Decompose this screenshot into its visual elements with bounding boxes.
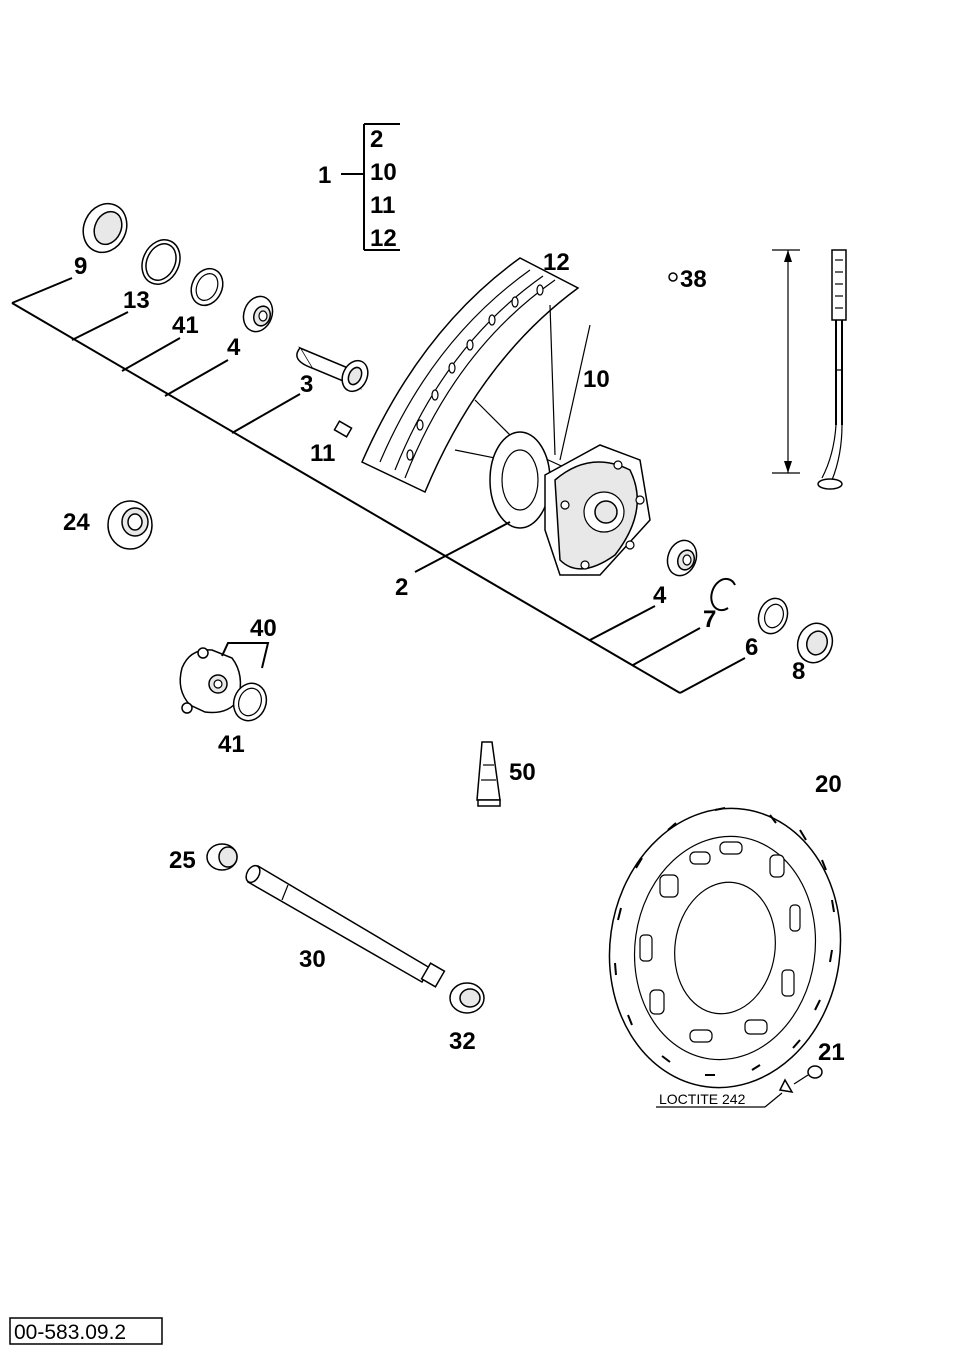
- label-7: 7: [703, 606, 716, 633]
- bearing-right-part: [666, 539, 698, 577]
- spacer-sleeve-part: [296, 346, 369, 393]
- label-40: 40: [250, 615, 277, 642]
- wheel-hub-part: [489, 431, 651, 576]
- circlip-lower-part: [232, 682, 268, 722]
- axle-nut-part: [206, 843, 238, 871]
- label-41-top: 41: [172, 312, 199, 339]
- circlip-part: [190, 267, 224, 307]
- axle-cap-nut-part: [449, 982, 485, 1014]
- label-group-10: 10: [370, 159, 397, 186]
- label-8: 8: [792, 658, 805, 685]
- label-group-12: 12: [370, 225, 397, 252]
- valve-cap-part: [668, 272, 678, 282]
- label-13: 13: [123, 287, 150, 314]
- label-3: 3: [300, 371, 313, 398]
- spoke-nipple-part: [333, 420, 353, 438]
- assembly-axis-lines: [11, 277, 746, 694]
- label-4-right: 4: [653, 582, 667, 609]
- spacer-ring-part: [141, 239, 181, 285]
- grease-tube-part: [476, 741, 501, 807]
- label-21: 21: [818, 1039, 845, 1066]
- brake-disc-part: [608, 807, 842, 1089]
- label-41-bottom: 41: [218, 731, 245, 758]
- label-group-2: 2: [370, 126, 383, 153]
- label-24: 24: [63, 509, 90, 536]
- wheel-rim-part: [361, 257, 580, 494]
- label-30: 30: [299, 946, 326, 973]
- label-2: 2: [395, 574, 408, 601]
- spacer-bushing-part: [107, 500, 153, 550]
- drawing-code-box: 00-583.09.2: [9, 1317, 163, 1345]
- label-20: 20: [815, 771, 842, 798]
- label-1: 1: [318, 162, 331, 189]
- loctite-leader: [764, 1092, 783, 1108]
- spoke-detail-drawing: [772, 249, 847, 490]
- circlip-right-part: [710, 577, 736, 612]
- loctite-note: LOCTITE 242: [659, 1091, 746, 1107]
- seal-ring-part: [82, 202, 128, 254]
- drawing-code: 00-583.09.2: [14, 1321, 126, 1344]
- label-12: 12: [543, 249, 570, 276]
- leader-2: [414, 521, 511, 573]
- label-50: 50: [509, 759, 536, 786]
- wheel-axle-part: [245, 864, 446, 988]
- label-9: 9: [74, 253, 87, 280]
- label-38: 38: [680, 266, 707, 293]
- label-group-11: 11: [370, 192, 395, 219]
- label-10: 10: [583, 366, 610, 393]
- bearing-part: [242, 295, 274, 333]
- speedometer-drive-part: [179, 642, 270, 714]
- label-6: 6: [745, 634, 758, 661]
- label-32: 32: [449, 1028, 476, 1055]
- disc-outer-slots: [614, 807, 835, 1076]
- seal-right-part: [757, 597, 789, 635]
- spacer-right-part: [796, 622, 834, 664]
- assembly-group-bracket: 1 2 10 11 12: [318, 123, 400, 252]
- label-4-top: 4: [227, 334, 241, 361]
- label-25: 25: [169, 847, 196, 874]
- disc-cutouts: [639, 841, 801, 1043]
- disc-screw-part: [778, 1065, 823, 1094]
- label-11: 11: [310, 440, 335, 467]
